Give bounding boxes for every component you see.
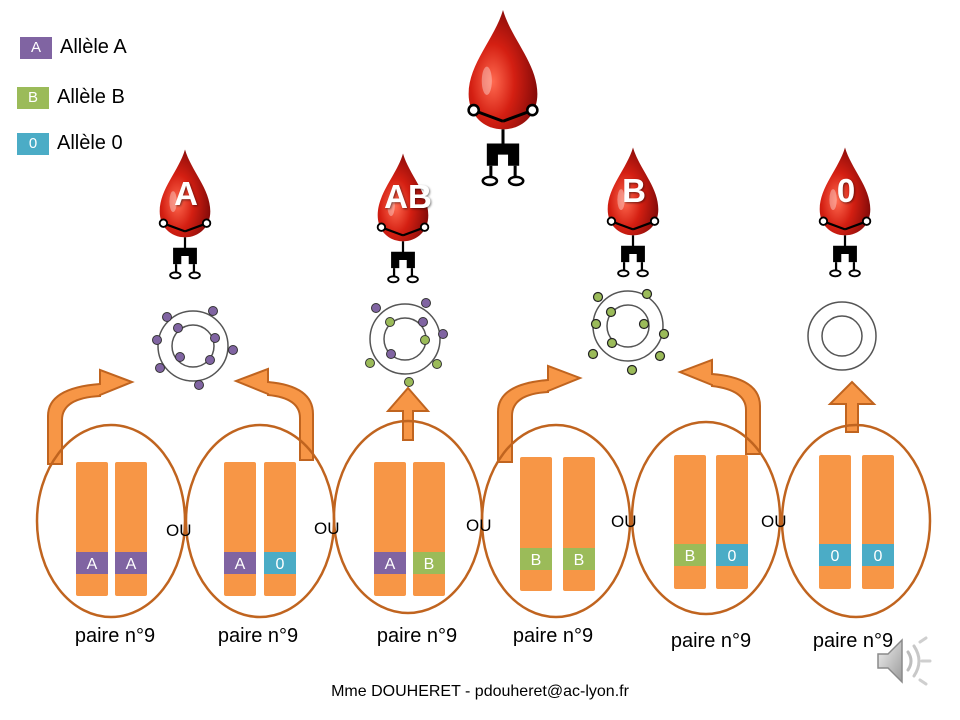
- allele-label-5-1: B: [685, 548, 696, 565]
- allele-band-6-1: [819, 544, 851, 566]
- pair-label-1: paire n°9: [74, 625, 156, 647]
- chromosome-4-1: [520, 457, 552, 591]
- allele-label-1-2: A: [126, 556, 137, 573]
- or-label-1: OU: [166, 521, 192, 540]
- pair-ring-6: [780, 423, 932, 619]
- legend-label-a: Allèle A: [60, 36, 127, 58]
- arrow-icon-5: [677, 358, 761, 455]
- arrow-icon-1: [47, 368, 135, 465]
- allele-band-1-2: [115, 552, 147, 574]
- blood-group-label-ab: AB: [384, 178, 432, 215]
- arrow-icon-4: [497, 364, 583, 463]
- pair-ring-5: [630, 420, 782, 616]
- allele-label-3-2: B: [424, 556, 435, 573]
- allele-band-3-2: [413, 552, 445, 574]
- or-label-2: OU: [314, 519, 340, 538]
- allele-label-4-2: B: [574, 552, 585, 569]
- chromosome-1-2: [115, 462, 147, 596]
- allele-band-2-1: [224, 552, 256, 574]
- chromosome-1-1: [76, 462, 108, 596]
- red-blood-cell-icon-0: [807, 301, 877, 371]
- allele-label-3-1: A: [385, 556, 396, 573]
- legend-label-b: Allèle B: [57, 86, 125, 108]
- chromosome-2-2: [264, 462, 296, 596]
- allele-label-6-1: 0: [831, 548, 840, 565]
- pair-label-3: paire n°9: [376, 625, 458, 647]
- allele-band-3-1: [374, 552, 406, 574]
- allele-band-5-1: [674, 544, 706, 566]
- allele-band-4-2: [563, 548, 595, 570]
- arrow-icon-6: [827, 380, 877, 433]
- allele-b-swatch: B: [17, 86, 49, 109]
- chromosome-2-1: [224, 462, 256, 596]
- pair-label-2: paire n°9: [217, 625, 299, 647]
- blood-group-label-a: A: [174, 175, 198, 212]
- arrow-icon-3: [385, 386, 431, 441]
- legend-label-0: Allèle 0: [57, 132, 123, 154]
- author-credit: Mme DOUHERET - pdouheret@ac-lyon.fr: [331, 683, 629, 700]
- allele-label-4-1: B: [531, 552, 542, 569]
- allele-label-2-1: A: [235, 556, 246, 573]
- speaker-icon[interactable]: [872, 630, 934, 692]
- allele-band-6-2: [862, 544, 894, 566]
- chromosome-6-1: [819, 455, 851, 589]
- drop-figure-icon-b: [606, 146, 660, 278]
- legend-item-b: B Allèle B: [17, 86, 125, 109]
- pair-label-6: paire n°9: [812, 630, 894, 652]
- pair-label-5: paire n°9: [670, 630, 752, 652]
- pair-label-4: paire n°9: [512, 625, 594, 647]
- chromosome-3-1: [374, 462, 406, 596]
- pair-ring-3: [332, 419, 484, 615]
- pair-ring-4: [480, 423, 632, 619]
- blood-group-label-b: B: [622, 172, 646, 209]
- chromosome-5-1: [674, 455, 706, 589]
- drop-figure-icon-main: [467, 8, 539, 187]
- pair-ring-2: [184, 423, 336, 619]
- chromosome-6-2: [862, 455, 894, 589]
- chromosome-5-2: [716, 455, 748, 589]
- drop-figure-icon-a: [158, 148, 212, 280]
- allele-a-swatch: A: [20, 36, 52, 59]
- chromosome-4-2: [563, 457, 595, 591]
- drop-figure-icon-0: [818, 146, 872, 278]
- or-label-5: OU: [761, 512, 787, 531]
- allele-band-1-1: [76, 552, 108, 574]
- blood-group-label-0: 0: [836, 172, 856, 209]
- allele-label-6-2: 0: [874, 548, 883, 565]
- pair-ring-1: [35, 423, 187, 619]
- legend-item-a: A Allèle A: [20, 36, 127, 59]
- legend-item-0: 0 Allèle 0: [17, 132, 123, 155]
- red-blood-cell-icon-ab: [365, 298, 448, 387]
- or-label-3: OU: [466, 516, 492, 535]
- chromosome-layer: A A A 0 A B B B B 0 0 0: [76, 455, 894, 596]
- or-label-4: OU: [611, 512, 637, 531]
- chromosome-3-2: [413, 462, 445, 596]
- allele-band-2-2: [264, 552, 296, 574]
- allele-label-2-2: 0: [276, 556, 285, 573]
- allele-label-5-2: 0: [728, 548, 737, 565]
- red-blood-cell-icon-a: [152, 306, 238, 390]
- allele-band-5-2: [716, 544, 748, 566]
- allele-0-swatch: 0: [17, 132, 49, 155]
- allele-label-1-1: A: [87, 556, 98, 573]
- arrow-icon-2: [233, 367, 314, 461]
- drop-figure-icon-ab: [376, 152, 430, 284]
- red-blood-cell-icon-b: [587, 288, 670, 376]
- allele-band-4-1: [520, 548, 552, 570]
